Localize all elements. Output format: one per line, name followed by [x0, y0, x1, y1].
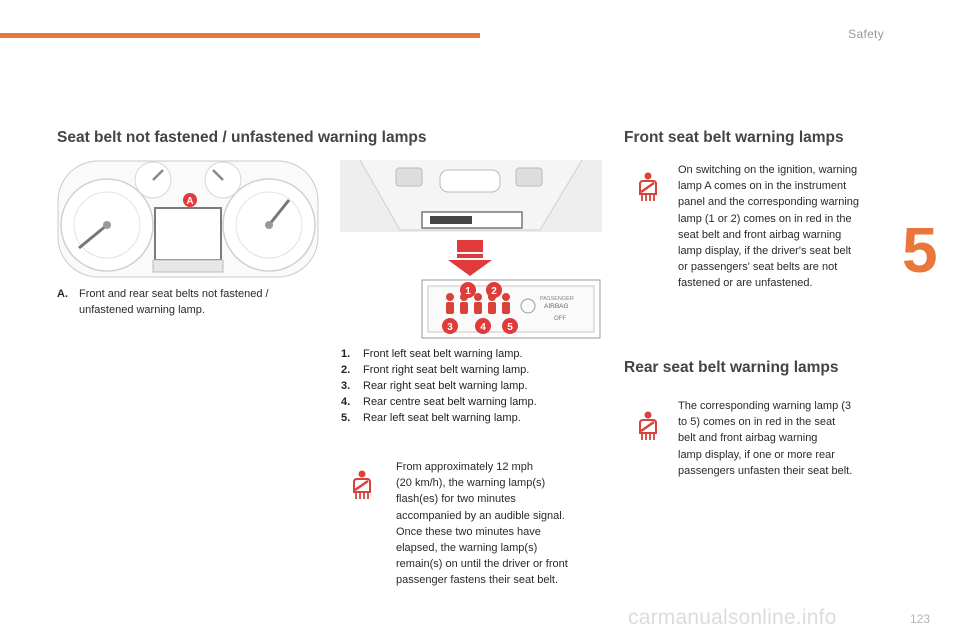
svg-text:2: 2	[491, 286, 497, 297]
lamp-marker-2: 2	[486, 282, 502, 298]
seatbelt-warning-icon	[639, 411, 657, 440]
belt-lamp-row	[446, 293, 510, 314]
rear-warning-paragraph: The corresponding warning lamp (3 to 5) …	[678, 400, 853, 477]
svg-text:5: 5	[507, 322, 513, 333]
svg-text:4: 4	[480, 322, 486, 333]
marker-a: A	[183, 193, 197, 207]
list-item: 5.Rear left seat belt warning lamp.	[341, 412, 521, 424]
speed-flash-paragraph: From approximately 12 mph (20 km/h), the…	[396, 461, 568, 587]
instrument-panel-illustration: A	[57, 160, 319, 278]
chapter-number: 5	[902, 214, 938, 286]
svg-text:3: 3	[447, 322, 453, 333]
section-title: Safety	[848, 27, 884, 41]
svg-text:AIRBAG: AIRBAG	[544, 303, 569, 310]
front-warning-paragraph: On switching on the ignition, warning la…	[678, 164, 860, 290]
caption-line-1: Front and rear seat belts not fastened /	[79, 288, 269, 300]
list-item: 4.Rear centre seat belt warning lamp.	[341, 396, 537, 408]
heading-front-seat-belt: Front seat belt warning lamps	[624, 129, 844, 146]
list-item: 2.Front right seat belt warning lamp.	[341, 364, 530, 376]
caption-line-2: unfastened warning lamp.	[79, 304, 205, 317]
orange-header-bar	[0, 33, 480, 38]
svg-text:PASSENGER: PASSENGER	[540, 296, 574, 302]
lamp-marker-5: 5	[502, 318, 518, 334]
lamp-list: 1.Front left seat belt warning lamp. 2.F…	[341, 346, 537, 426]
svg-text:OFF: OFF	[554, 316, 566, 322]
seatbelt-display-illustration: PASSENGER AIRBAG OFF 1 2 3 4 5	[340, 160, 602, 339]
seatbelt-warning-icon	[353, 470, 371, 499]
seatbelt-warning-icon	[639, 172, 657, 201]
svg-text:A: A	[186, 196, 193, 207]
svg-text:1: 1	[465, 286, 471, 297]
caption-a: A. Front and rear seat belts not fastened…	[57, 286, 317, 318]
heading-seat-belt-warning: Seat belt not fastened / unfastened warn…	[57, 129, 427, 146]
lamp-marker-4: 4	[475, 318, 491, 334]
lamp-marker-1: 1	[460, 282, 476, 298]
list-item: 1.Front left seat belt warning lamp.	[341, 348, 523, 360]
heading-rear-seat-belt: Rear seat belt warning lamps	[624, 359, 839, 376]
down-arrow-icon	[448, 240, 492, 276]
watermark: carmanualsonline.info	[628, 606, 837, 629]
lamp-marker-3: 3	[442, 318, 458, 334]
page-number: 123	[910, 612, 931, 626]
list-item: 3.Rear right seat belt warning lamp.	[341, 380, 528, 392]
caption-letter: A.	[57, 288, 68, 300]
